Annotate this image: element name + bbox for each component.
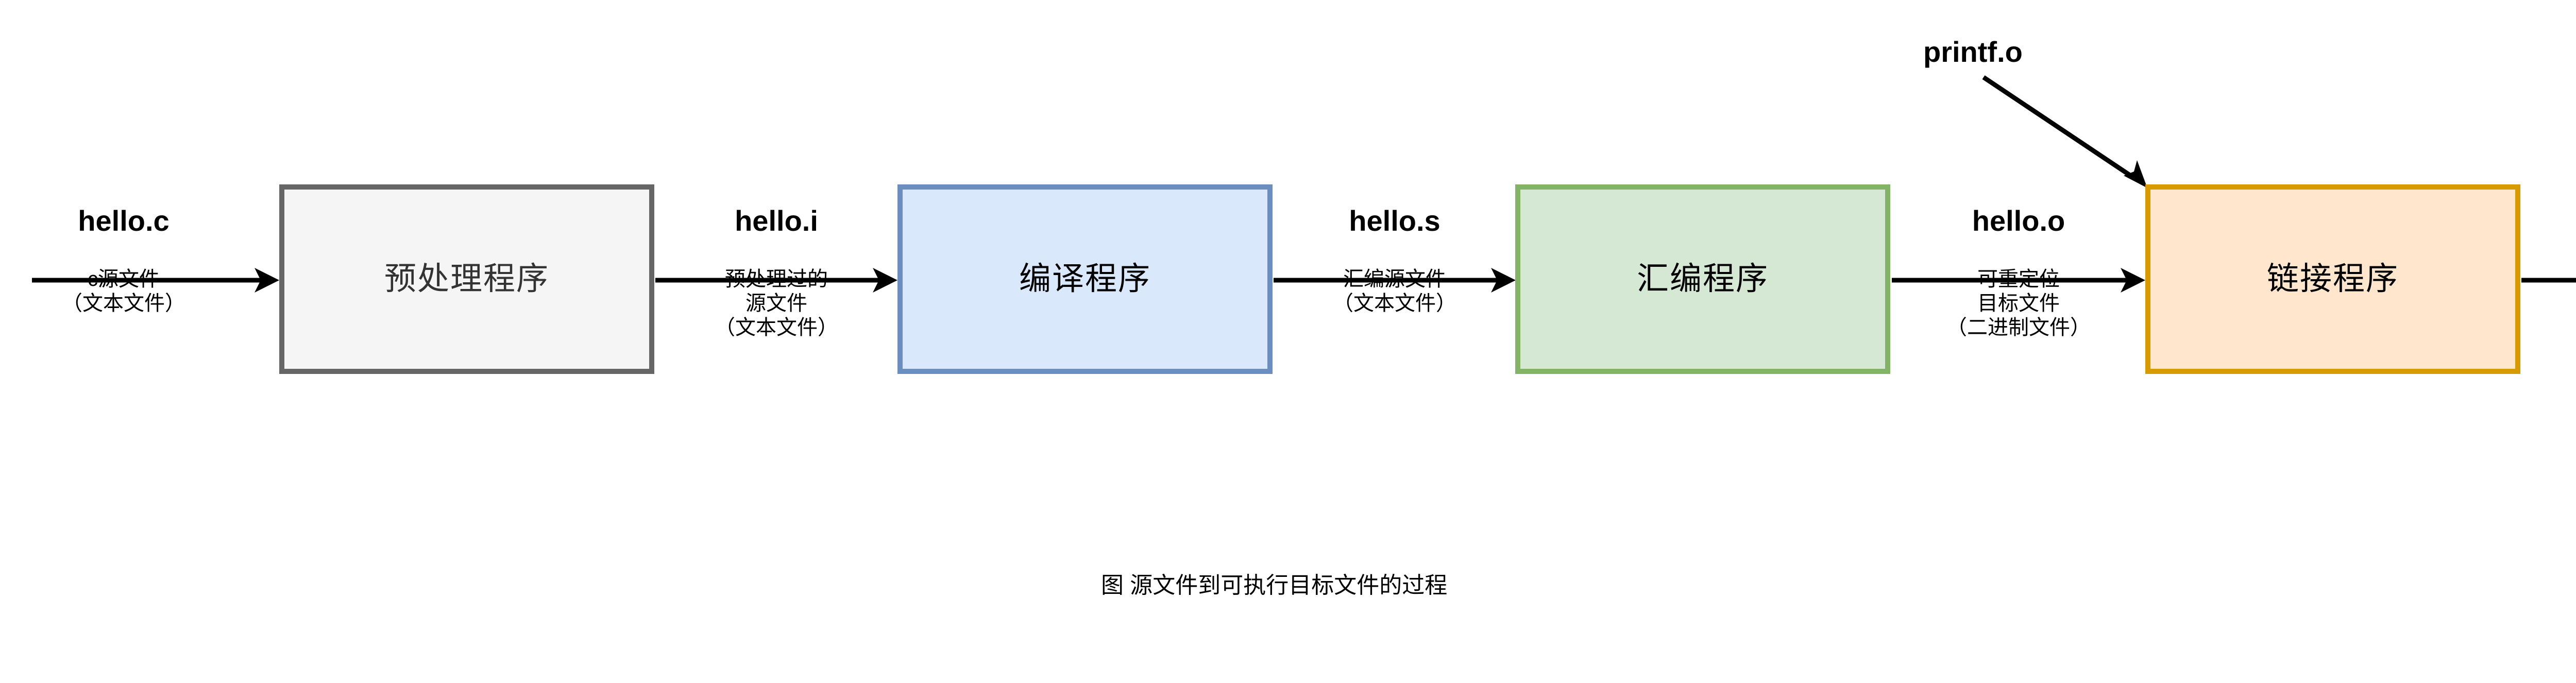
edge-desc-line-1: 可重定位: [1977, 267, 2060, 291]
edge-desc-line-2: 目标文件: [2521, 292, 2576, 316]
arrow-hello-c: [32, 268, 279, 293]
edge-label-hello-s: hello.s 汇编源文件 （文本文件）: [1274, 206, 1516, 316]
node-linker: 链接程序: [2145, 184, 2520, 374]
branch-label-printf-o-text: printf.o: [1923, 36, 2023, 68]
edge-label-hello-c: hello.c c源文件 （文本文件）: [0, 206, 247, 316]
edge-label-hello-o: hello.o 可重定位 目标文件 （二进制文件）: [1892, 206, 2145, 340]
arrow-printf-o: [1982, 75, 2154, 196]
edge-desc-line-3: （二进制文件）: [2521, 316, 2576, 340]
arrow-hello-s: [1274, 268, 1516, 293]
edge-file-hello-o: hello.o: [1972, 204, 2065, 237]
edge-desc-line-2: 源文件: [745, 292, 807, 315]
edge-desc-line-1: c源文件: [88, 267, 160, 291]
arrow-hello-o: [1892, 268, 2145, 293]
edge-desc-line-3: （二进制文件）: [1946, 316, 2091, 339]
edge-desc-line-2: （文本文件）: [62, 292, 185, 315]
node-linker-label: 链接程序: [2266, 261, 2399, 297]
node-preprocessor: 预处理程序: [279, 184, 654, 374]
edge-label-hello-i: hello.i 预处理过的 源文件 （文本文件）: [655, 206, 897, 340]
edge-desc-line-1: 预处理过的: [725, 267, 828, 291]
edge-desc-line-3: （文本文件）: [715, 316, 838, 339]
figure-caption: 图 源文件到可执行目标文件的过程: [1101, 567, 1447, 600]
arrow-hello-i: [655, 268, 897, 293]
node-assembler-label: 汇编程序: [1636, 261, 1769, 297]
arrow-hello-out: [2521, 270, 2576, 291]
edge-file-hello-c: hello.c: [78, 204, 170, 237]
edge-file-hello-out: hello: [2521, 206, 2576, 236]
branch-label-printf-o: printf.o: [1923, 35, 2023, 69]
edge-desc-line-2: （文本文件）: [1333, 292, 1456, 315]
edge-file-hello-s: hello.s: [1349, 204, 1440, 237]
node-compiler: 编译程序: [897, 184, 1273, 374]
edge-desc-line-2: 目标文件: [1977, 292, 2060, 315]
node-compiler-label: 编译程序: [1019, 261, 1151, 297]
edge-file-hello-i: hello.i: [735, 204, 818, 237]
edge-desc-line-1: 汇编源文件: [1343, 267, 1446, 291]
edge-desc-line-1: 可执行: [2521, 267, 2576, 292]
node-assembler: 汇编程序: [1515, 184, 1890, 374]
figure-caption-text: 图 源文件到可执行目标文件的过程: [1101, 573, 1448, 598]
edge-label-hello-out: hello 可执行 目标文件 （二进制文件）: [2521, 206, 2576, 340]
node-preprocessor-label: 预处理程序: [384, 261, 549, 297]
